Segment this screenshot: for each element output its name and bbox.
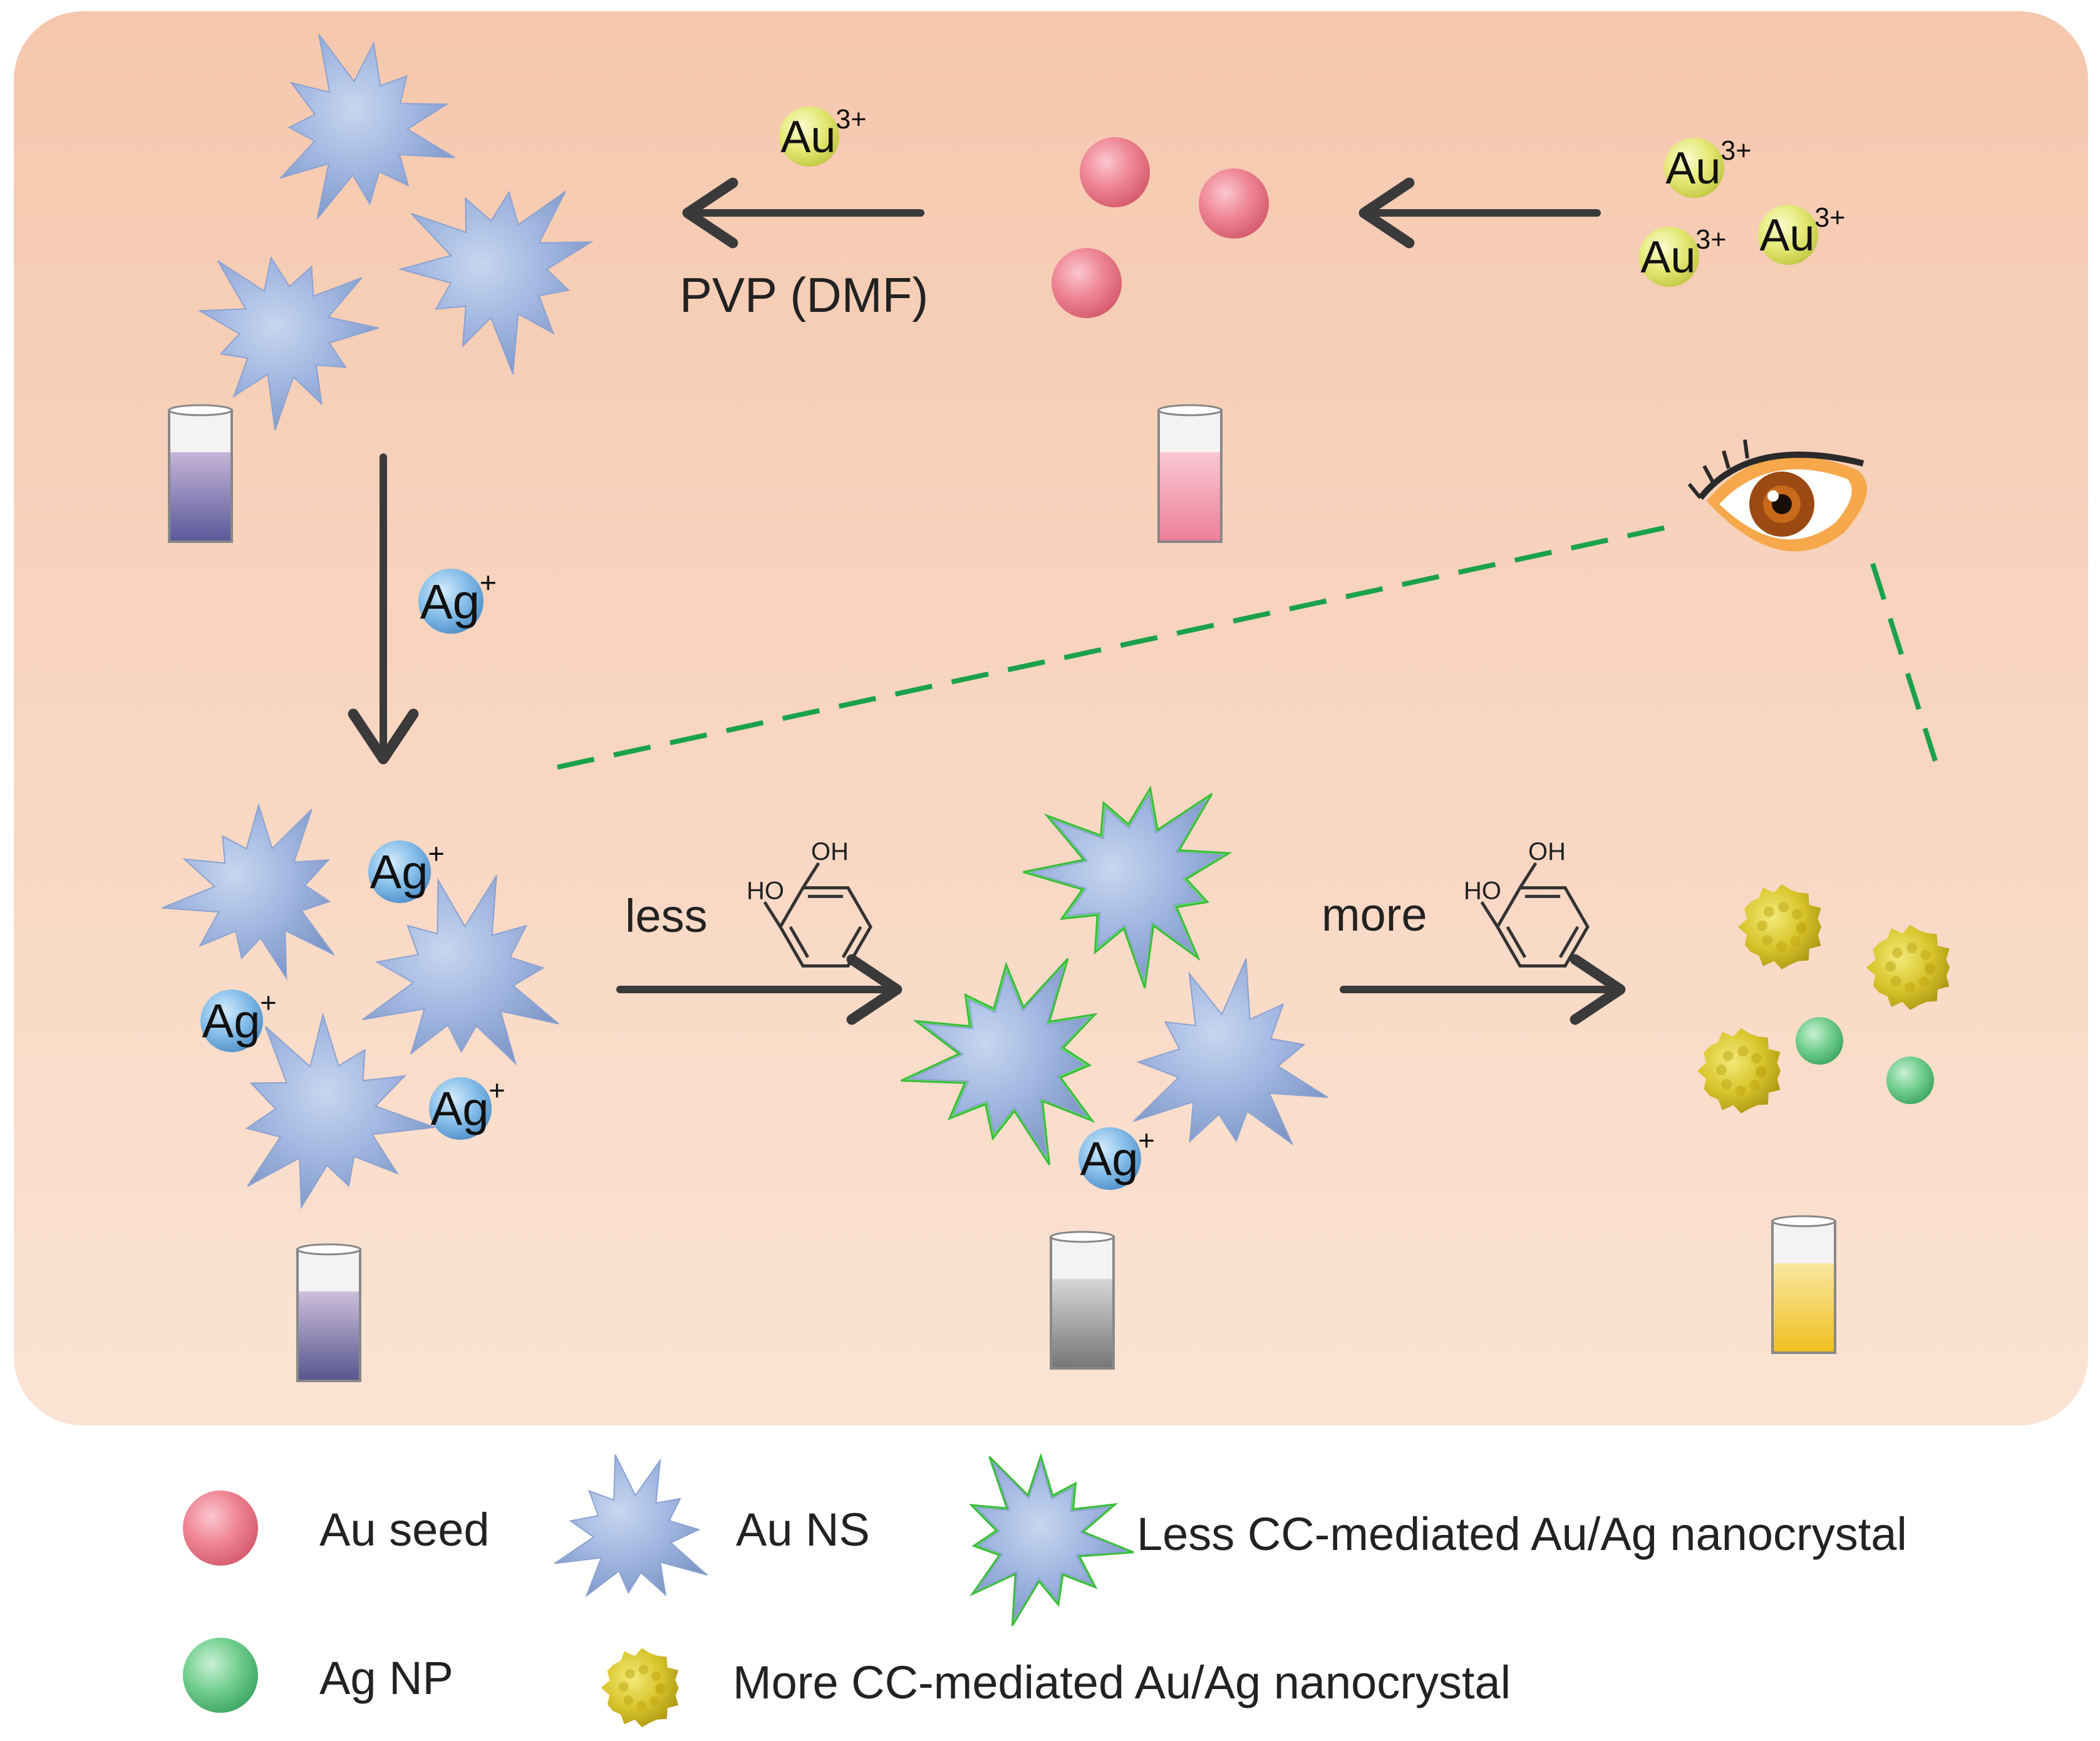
svg-text:+: + (260, 986, 277, 1018)
svg-text:+: + (489, 1074, 505, 1106)
au-seed (1052, 248, 1122, 318)
au-nanostar (162, 803, 335, 981)
svg-text:+: + (1138, 1124, 1155, 1156)
svg-text:OH: OH (811, 838, 849, 865)
ag-ion: Ag+ (1078, 1124, 1155, 1190)
more-cc-nanocrystal (1866, 924, 1950, 1010)
svg-text:Ag: Ag (1080, 1133, 1139, 1186)
catechol-structure: HO OH (747, 838, 872, 968)
eye-icon (1687, 439, 1867, 552)
svg-text:Au: Au (1640, 232, 1695, 282)
au-seed (1199, 168, 1269, 239)
svg-text:Ag: Ag (420, 574, 480, 629)
more-cc-nanocrystal (1697, 1028, 1781, 1113)
svg-text:HO: HO (1464, 877, 1501, 904)
vial-group (168, 404, 1836, 1382)
sample-vial (168, 404, 233, 543)
svg-text:HO: HO (747, 877, 784, 904)
particle-group (183, 137, 1950, 1727)
au-nanostar (245, 1012, 435, 1210)
less-cc-nanocrystal (1023, 785, 1233, 989)
au-nanostar (398, 190, 594, 375)
sample-vial (1157, 404, 1223, 543)
svg-text:Ag: Ag (370, 846, 428, 899)
scheme-panel (14, 11, 2088, 1425)
au-seed (1080, 137, 1150, 207)
svg-text:+: + (428, 837, 445, 869)
observation-lines (557, 522, 1938, 770)
legend-more-cc-label: More CC-mediated Au/Ag nanocrystal (733, 1656, 1511, 1708)
sample-vial (296, 1243, 361, 1382)
sample-vial (1050, 1231, 1115, 1370)
au-nanostar (1133, 958, 1328, 1146)
ag-nanoparticle (1796, 1017, 1843, 1065)
au-nanostar (197, 256, 379, 431)
reaction-arrows (348, 177, 1626, 1025)
legend-au-seed-label: Au seed (319, 1504, 490, 1556)
legend-au-ns-label: Au NS (736, 1504, 870, 1556)
svg-text:Ag: Ag (431, 1083, 489, 1136)
less-cc-nanocrystal (900, 958, 1098, 1165)
svg-text:Au: Au (1759, 210, 1814, 261)
sample-vial (1771, 1215, 1836, 1354)
step-label-less: less (625, 890, 708, 942)
svg-text:Au: Au (780, 112, 835, 162)
svg-text:3+: 3+ (1814, 203, 1845, 233)
au-nanostar (554, 1454, 708, 1598)
less-cc-nanocrystal (968, 1452, 1134, 1626)
svg-text:OH: OH (1528, 838, 1566, 865)
svg-text:3+: 3+ (1695, 225, 1726, 255)
more-cc-nanocrystal (1738, 884, 1821, 969)
ag-ion: Ag+ (368, 837, 445, 903)
legend-au-seed-icon (183, 1490, 258, 1566)
au-nanostar (362, 875, 559, 1066)
svg-text:+: + (480, 566, 497, 599)
svg-text:Au: Au (1665, 143, 1720, 194)
ag-nanoparticle (1886, 1056, 1934, 1104)
legend-more-cc-icon (601, 1648, 679, 1727)
svg-text:3+: 3+ (1720, 136, 1751, 166)
svg-text:Ag: Ag (202, 995, 261, 1048)
ag-ion-reagent: Ag+ (418, 566, 497, 634)
step-label-more: more (1322, 889, 1427, 941)
catechol-structure: HO OH (1464, 838, 1590, 968)
legend-ag-np-icon (183, 1638, 258, 1713)
legend-ag-np-label: Ag NP (319, 1652, 453, 1704)
ag-ion: Ag+ (429, 1074, 505, 1140)
reaction-condition: PVP (DMF) (680, 267, 928, 323)
au-nanostar-group (162, 34, 1328, 1626)
catechol-structure-group: HO OH HO OH (747, 838, 1590, 968)
ag-ion: Ag+ (200, 986, 277, 1052)
legend-less-cc-label: Less CC-mediated Au/Ag nanocrystal (1137, 1508, 1907, 1560)
legend: Au seed Au NS Less CC-mediated Au/Ag nan… (319, 1504, 1907, 1708)
au-nanostar (279, 34, 455, 220)
svg-text:3+: 3+ (835, 105, 866, 135)
